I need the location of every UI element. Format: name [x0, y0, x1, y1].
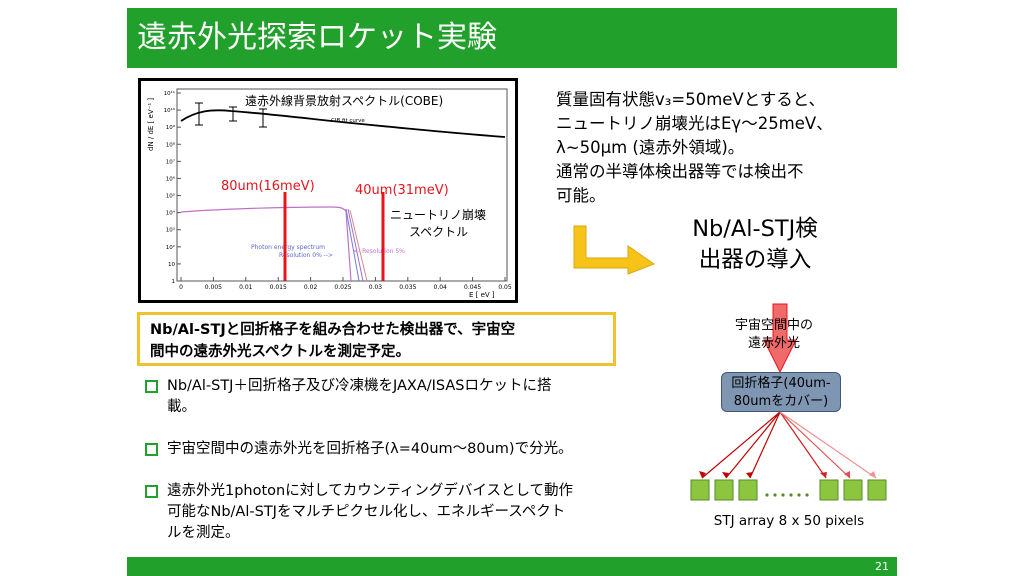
photon-energy-label: Photon energy spectrum — [251, 244, 325, 251]
y-tick-label: 10¹⁰ — [164, 107, 176, 114]
neutrino-label-line2: スペクトル — [409, 225, 468, 239]
y-tick-label: 10 — [168, 262, 175, 268]
y-tick-label: 10⁶ — [166, 175, 176, 182]
plot-inset-title: 遠赤外線背景放射スペクトル(COBE) — [245, 93, 443, 108]
summary-line1: Nb/Al-STJと回折格子を組み合わせた検出器で、宇宙空 — [150, 322, 516, 338]
grating-label-line2: 80umをカバー) — [733, 394, 829, 409]
title-bar: 遠赤外光探索ロケット実験 — [127, 8, 897, 68]
plot-axes-box — [176, 88, 508, 282]
plot-svg: 1 10 10² 10³ 10⁴ 10⁵ 10⁶ 10⁷ 10⁸ 10⁹ 10¹⁰ 10¹¹ 0 0.0… — [147, 88, 512, 299]
x-tick-label: 0.05 — [498, 284, 512, 291]
square-bullet-icon — [145, 485, 158, 498]
photon-spectrum-edge-1 — [345, 208, 360, 282]
grating-label-line1: 回折格子(40um- — [731, 376, 831, 391]
resolution-5-label: <- Resolution 5% — [353, 248, 405, 255]
bullet-line: ルを測定。 — [167, 525, 240, 541]
photon-spectrum-curve — [180, 206, 352, 282]
incoming-light-arrow-icon — [763, 303, 797, 374]
space-light-label-line2: 遠赤外光 — [748, 336, 801, 351]
resolution-0-label: Resolution 0% --> — [279, 252, 333, 259]
y-tick-label: 1 — [172, 279, 176, 285]
nbal-heading-line1: Nb/Al-STJ検 — [692, 216, 818, 242]
y-tick-label: 10⁸ — [166, 141, 176, 148]
bullet-item: Nb/Al-STJ＋回折格子及び冷凍機をJAXA/ISASロケットに搭 載。 — [143, 376, 673, 418]
y-tick-label: 10⁹ — [166, 124, 175, 131]
marker-40um-label: 40um(31meV) — [355, 183, 449, 198]
bullet-list: Nb/Al-STJ＋回折格子及び冷凍機をJAXA/ISASロケットに搭 載。 宇… — [143, 376, 673, 565]
description-line-5: 可能。 — [556, 186, 606, 205]
photon-spectrum-edge-2 — [347, 208, 364, 282]
x-tick-label: 0 — [179, 284, 183, 291]
cib-fit-curve — [180, 109, 506, 138]
description-line-4: 通常の半導体検出器等では検出不 — [556, 162, 804, 181]
bullet-line: 可能なNb/Al-STJをマルチピクセル化し、エネルギースペクト — [167, 504, 566, 520]
stj-pixels — [690, 479, 887, 501]
x-tick-label: 0.02 — [304, 284, 318, 291]
neutrino-label-line1: ニュートリノ崩壊 — [390, 208, 486, 222]
bullet-line: Nb/Al-STJ＋回折格子及び冷凍機をJAXA/ISASロケットに搭 — [167, 378, 552, 394]
cobe-spectrum-plot: 1 10 10² 10³ 10⁴ 10⁵ 10⁶ 10⁷ 10⁸ 10⁹ 10¹⁰ 10¹¹ 0 0.0… — [138, 78, 518, 303]
y-tick-label: 10⁴ — [166, 210, 176, 217]
page-number: 21 — [875, 560, 889, 573]
space-light-label: 宇宙空間中の 遠赤外光 — [735, 317, 813, 353]
x-tick-label: 0.045 — [464, 284, 481, 291]
neutrino-decay-description: 質量固有状態v₃=50meVとすると、 ニュートリノ崩壊光はEγ〜25meV、 … — [556, 88, 886, 208]
x-axis-label: E [ eV ] — [469, 291, 495, 299]
space-light-label-line1: 宇宙空間中の — [735, 318, 814, 333]
nbal-heading-line2: 出器の導入 — [698, 247, 812, 273]
cib-fit-label: CIB fit curve — [331, 118, 365, 124]
y-tick-label: 10¹¹ — [164, 90, 175, 97]
bullet-line: 載。 — [167, 399, 196, 415]
y-tick-label: 10⁵ — [166, 193, 175, 200]
x-tick-group: 0 0.005 0.01 0.015 0.02 0.025 0.03 0.035 0.04 0.0… — [179, 277, 512, 291]
y-axis-label: dN / dE [ eV⁻¹ ] — [147, 98, 155, 151]
y-tick-label: 10² — [166, 244, 175, 251]
description-line-3: λ~50μm (遠赤外領域)。 — [556, 138, 745, 157]
stj-array-label: STJ array 8 x 50 pixels — [713, 513, 865, 529]
ellipsis-dots — [765, 493, 809, 497]
page-title: 遠赤外光探索ロケット実験 — [137, 20, 497, 55]
bullet-line: 遠赤外光1photonに対してカウンティングデバイスとして動作 — [167, 483, 574, 499]
x-tick-label: 0.03 — [369, 284, 383, 291]
bullet-item: 遠赤外光1photonに対してカウンティングデバイスとして動作 可能なNb/Al… — [143, 481, 673, 544]
error-bars — [195, 102, 267, 128]
square-bullet-icon — [145, 443, 158, 456]
y-tick-label: 10³ — [166, 227, 175, 234]
summary-line2: 間中の遠赤外光スペクトルを測定予定。 — [150, 344, 410, 360]
dispersed-rays — [699, 411, 877, 479]
x-tick-label: 0.035 — [399, 284, 416, 291]
square-bullet-icon — [145, 380, 158, 393]
bent-arrow-icon — [573, 225, 656, 275]
photon-spectrum-edge-3 — [349, 209, 368, 282]
stj-diagram — [690, 303, 887, 501]
bullet-item: 宇宙空間中の遠赤外光を回折格子(λ=40um〜80um)で分光。 — [143, 439, 673, 460]
bullet-line: 宇宙空間中の遠赤外光を回折格子(λ=40um〜80um)で分光。 — [167, 441, 573, 457]
footer-bar: 21 — [127, 557, 897, 576]
y-tick-group: 1 10 10² 10³ 10⁴ 10⁵ 10⁶ 10⁷ 10⁸ 10⁹ 10¹⁰ 10¹¹ — [164, 90, 181, 285]
y-tick-label: 10⁷ — [166, 158, 175, 165]
x-tick-label: 0.015 — [270, 284, 287, 291]
marker-80um-label: 80um(16meV) — [221, 179, 315, 194]
description-line-1: 質量固有状態v₃=50meVとすると、 — [556, 90, 826, 109]
x-tick-label: 0.01 — [239, 284, 253, 291]
x-tick-label: 0.005 — [205, 284, 222, 291]
description-line-2: ニュートリノ崩壊光はEγ〜25meV、 — [556, 114, 833, 133]
summary-box: Nb/Al-STJと回折格子を組み合わせた検出器で、宇宙空 間中の遠赤外光スペク… — [137, 312, 616, 366]
diffraction-grating-box: 回折格子(40um- 80umをカバー) — [721, 372, 841, 412]
x-tick-label: 0.025 — [334, 284, 351, 291]
x-tick-label: 0.04 — [434, 284, 448, 291]
nbal-stj-heading: Nb/Al-STJ検 出器の導入 — [660, 214, 850, 276]
